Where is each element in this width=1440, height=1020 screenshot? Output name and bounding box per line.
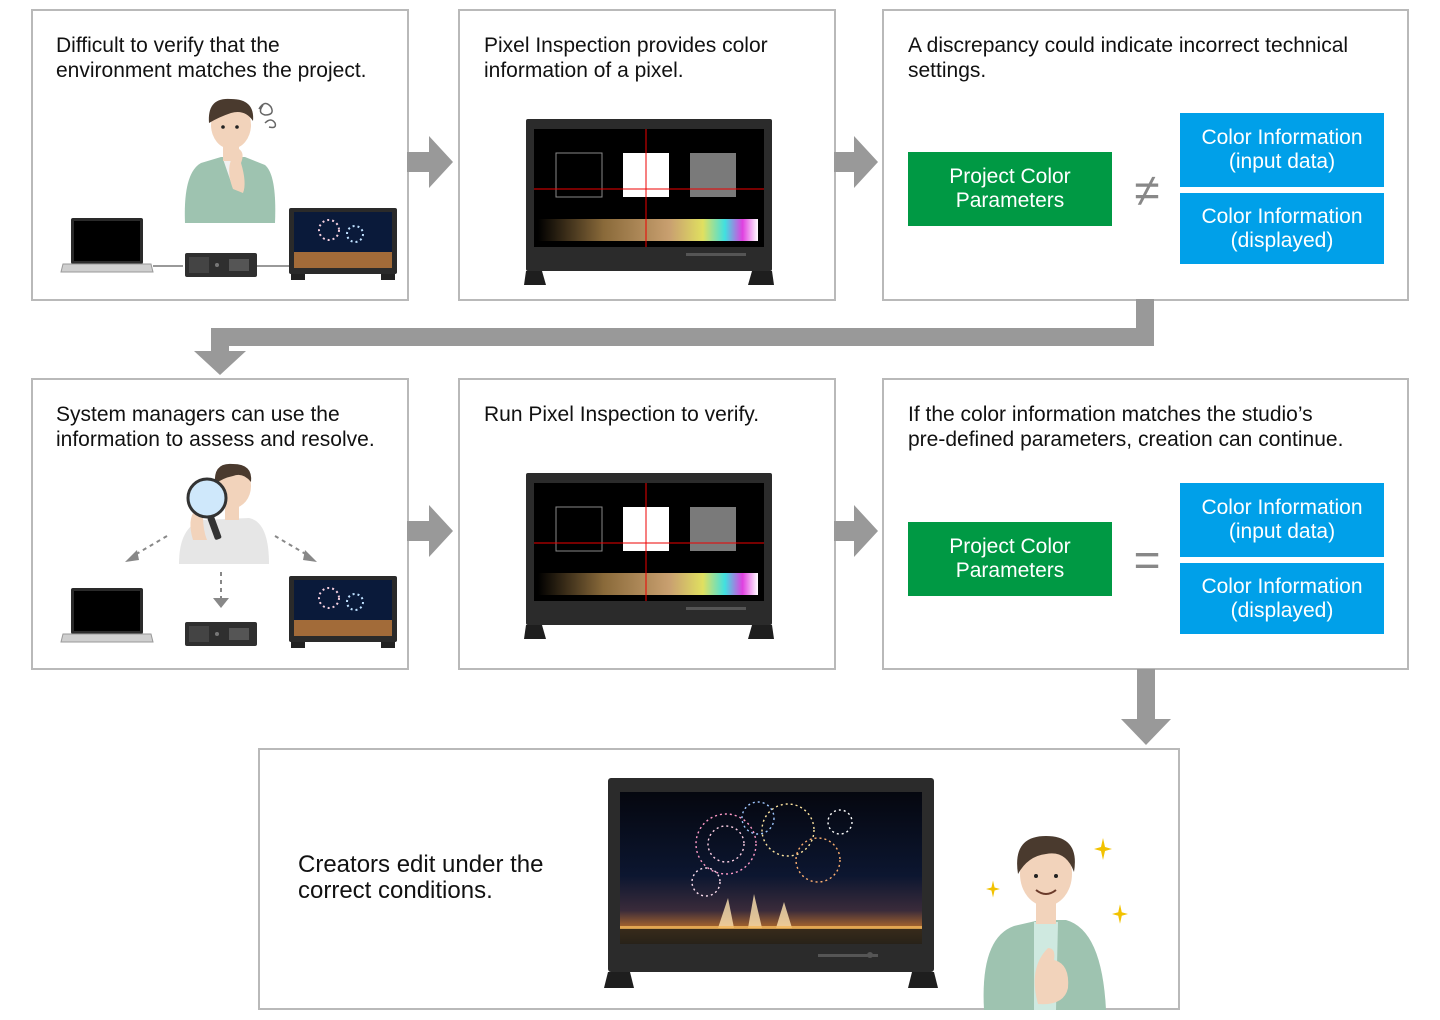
color-info-displayed-box: Color Information (displayed) bbox=[1180, 563, 1384, 634]
sparkle-icon bbox=[1094, 838, 1112, 860]
pixel-inspection-monitor bbox=[524, 473, 774, 639]
step4-panel: System managers can use the information … bbox=[31, 378, 409, 670]
person-happy-icon bbox=[983, 836, 1106, 1010]
step4-caption: System managers can use the information … bbox=[56, 403, 375, 451]
step7-caption: Creators edit under the correct conditio… bbox=[298, 851, 544, 904]
sparkle-icon bbox=[1112, 904, 1128, 924]
color-info-input-box: Color Information (input data) bbox=[1180, 113, 1384, 187]
laptop-icon bbox=[60, 218, 154, 273]
arrow-right-2 bbox=[834, 136, 878, 188]
magnifier-icon bbox=[186, 477, 228, 540]
step2-panel: Pixel Inspection provides color informat… bbox=[458, 9, 836, 301]
project-color-parameters-box: Project Color Parameters bbox=[908, 522, 1112, 596]
arrow-down-final bbox=[1121, 669, 1171, 745]
monitor-icon bbox=[289, 576, 397, 648]
arrow-right-1 bbox=[407, 136, 453, 188]
step1-caption: Difficult to verify that the environment… bbox=[56, 34, 367, 82]
step7-panel: Creators edit under the correct conditio… bbox=[258, 748, 1180, 1010]
large-monitor-fireworks bbox=[604, 778, 938, 988]
arrow-right-3 bbox=[407, 505, 453, 557]
color-info-input-box: Color Information (input data) bbox=[1180, 483, 1384, 557]
step5-caption: Run Pixel Inspection to verify. bbox=[484, 403, 760, 426]
monitor-icon bbox=[289, 208, 397, 280]
video-box-icon bbox=[185, 622, 257, 646]
step6-caption: If the color information matches the stu… bbox=[908, 403, 1344, 451]
sparkle-icon bbox=[986, 880, 1000, 898]
person-thinking-icon bbox=[184, 98, 277, 223]
connection-lines bbox=[153, 265, 289, 267]
project-color-parameters-box: Project Color Parameters bbox=[908, 152, 1112, 226]
step2-caption: Pixel Inspection provides color informat… bbox=[484, 34, 768, 82]
laptop-icon bbox=[60, 588, 154, 643]
step3-panel: A discrepancy could indicate incorrect t… bbox=[882, 9, 1409, 301]
arrow-right-4 bbox=[834, 505, 878, 557]
equal-sign: = bbox=[1133, 534, 1161, 586]
not-equal-sign: ≠ bbox=[1134, 164, 1160, 216]
arrow-down-connector bbox=[194, 299, 1154, 375]
video-box-icon bbox=[185, 253, 257, 277]
step5-panel: Run Pixel Inspection to verify. bbox=[458, 378, 836, 670]
pixel-inspection-monitor bbox=[524, 119, 774, 285]
color-info-displayed-box: Color Information (displayed) bbox=[1180, 193, 1384, 264]
dashed-arrows bbox=[125, 535, 317, 608]
step6-panel: If the color information matches the stu… bbox=[882, 378, 1409, 670]
step1-panel: Difficult to verify that the environment… bbox=[31, 9, 409, 301]
step3-caption: A discrepancy could indicate incorrect t… bbox=[908, 34, 1349, 82]
